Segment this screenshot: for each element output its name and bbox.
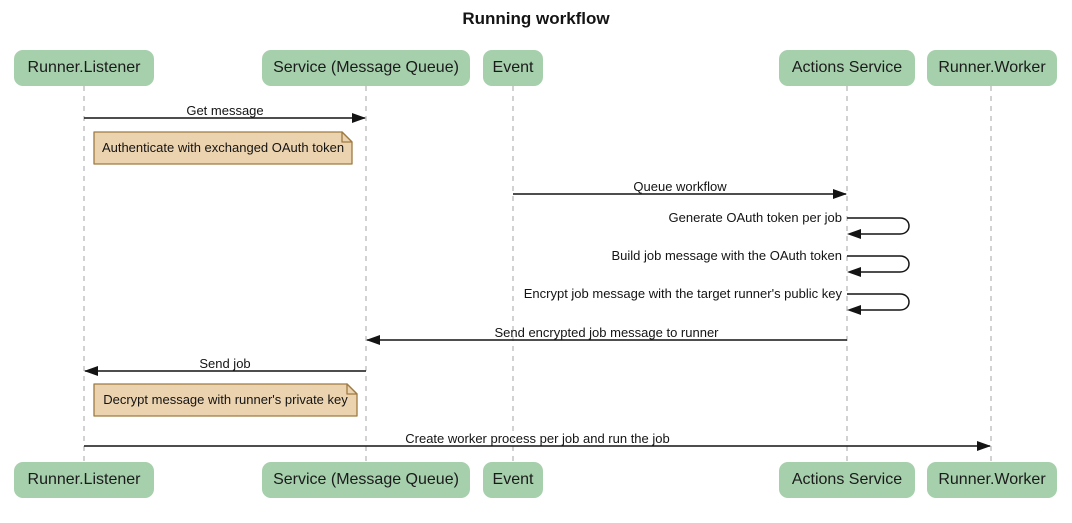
note-shape-decrypt — [93, 383, 358, 417]
message-label-get-message: Get message — [186, 103, 264, 118]
actor-top-event: Event — [483, 50, 543, 86]
arrowhead-left-icon — [847, 267, 861, 277]
actor-bottom-runner-worker: Runner.Worker — [927, 462, 1057, 498]
note-shape-authenticate — [93, 131, 353, 165]
actor-bottom-service-message-queue: Service (Message Queue) — [262, 462, 470, 498]
message-label-send-encrypted-job: Send encrypted job message to runner — [494, 325, 719, 340]
self-message-arrow-build-job-message — [847, 255, 910, 273]
arrowhead-right-icon — [833, 189, 847, 199]
message-label-create-worker: Create worker process per job and run th… — [405, 431, 670, 446]
note-label-decrypt: Decrypt message with runner's private ke… — [103, 392, 348, 407]
note-fold-icon — [346, 383, 358, 395]
arrowhead-left-icon — [366, 335, 380, 345]
message-label-build-job-message: Build job message with the OAuth token — [611, 248, 842, 263]
actor-bottom-actions-service: Actions Service — [779, 462, 915, 498]
arrowhead-right-icon — [977, 441, 991, 451]
actor-bottom-event: Event — [483, 462, 543, 498]
self-message-arrow-generate-oauth — [847, 217, 910, 235]
actor-top-runner-worker: Runner.Worker — [927, 50, 1057, 86]
arrowhead-left-icon — [847, 305, 861, 315]
note-label-authenticate: Authenticate with exchanged OAuth token — [101, 140, 345, 155]
message-label-queue-workflow: Queue workflow — [633, 179, 727, 194]
self-message-arrow-encrypt-job-message — [847, 293, 910, 311]
message-label-encrypt-job-message: Encrypt job message with the target runn… — [523, 286, 842, 301]
message-label-generate-oauth: Generate OAuth token per job — [668, 210, 842, 225]
actor-top-actions-service: Actions Service — [779, 50, 915, 86]
message-label-send-job: Send job — [199, 356, 251, 371]
actor-bottom-runner-listener: Runner.Listener — [14, 462, 154, 498]
actor-top-service-message-queue: Service (Message Queue) — [262, 50, 470, 86]
arrowhead-left-icon — [847, 229, 861, 239]
actor-top-runner-listener: Runner.Listener — [14, 50, 154, 86]
diagram-title: Running workflow — [462, 9, 610, 28]
arrowhead-left-icon — [84, 366, 98, 376]
arrowhead-right-icon — [352, 113, 366, 123]
note-fold-icon — [341, 131, 353, 143]
